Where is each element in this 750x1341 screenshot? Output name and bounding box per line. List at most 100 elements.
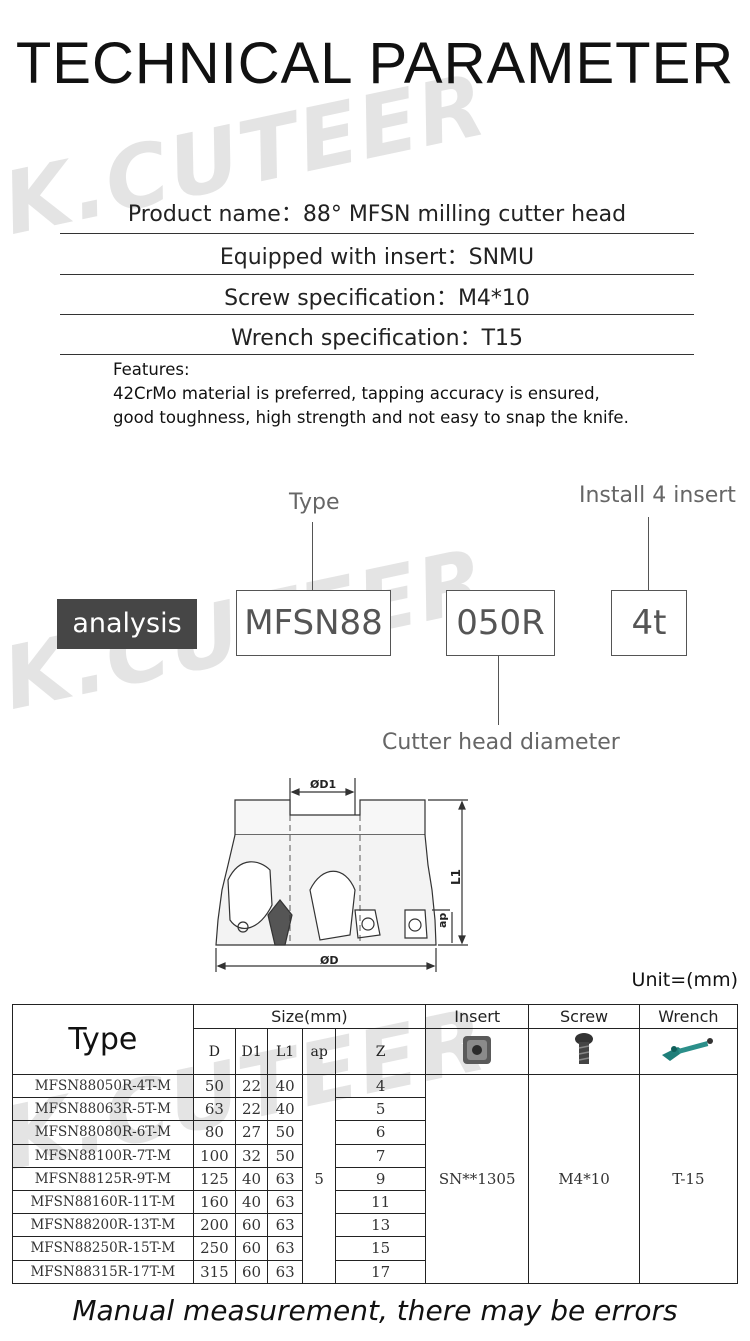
cell-l1: 63 <box>267 1236 304 1261</box>
cell-l1: 63 <box>267 1213 304 1238</box>
spec-insert: Equipped with insert：SNMU <box>219 245 535 270</box>
col-ap: ap <box>302 1028 337 1075</box>
cell-d: 160 <box>192 1189 237 1215</box>
cell-l1: 50 <box>267 1143 304 1168</box>
col-z: Z <box>335 1028 427 1075</box>
cell-d1: 32 <box>235 1143 269 1168</box>
leader-line <box>312 522 313 590</box>
insert-image-cell <box>425 1028 530 1075</box>
leader-line <box>648 517 649 590</box>
screw-icon <box>575 1032 594 1064</box>
cell-z: 17 <box>335 1259 427 1284</box>
cell-type: MFSN88050R-4T-M <box>12 1073 194 1099</box>
cutter-drawing: ØD1 ØD L1 ap <box>215 778 468 972</box>
cell-z: 4 <box>335 1073 427 1099</box>
cell-d: 63 <box>192 1097 237 1122</box>
features-line: good toughness, high strength and not ea… <box>113 408 629 427</box>
d1-label: ØD1 <box>310 778 336 791</box>
cell-screw: M4*10 <box>528 1074 640 1284</box>
wrench-icon <box>662 1037 714 1061</box>
spec-product-name: Product name：88° MFSN milling cutter hea… <box>127 202 627 227</box>
cell-d1: 60 <box>235 1213 269 1238</box>
wrench-header: Wrench <box>638 1004 739 1029</box>
screw-header: Screw <box>528 1004 640 1029</box>
size-header: Size(mm) <box>192 1004 427 1029</box>
cell-type: MFSN88200R-13T-M <box>12 1213 194 1238</box>
cell-type: MFSN88250R-15T-M <box>12 1236 194 1261</box>
cell-type: MFSN88315R-17T-M <box>12 1259 194 1284</box>
cell-d1: 60 <box>235 1236 269 1261</box>
spec-screw: Screw specification：M4*10 <box>224 286 530 311</box>
cell-l1: 63 <box>267 1189 304 1215</box>
divider <box>60 354 694 355</box>
cell-d1: 40 <box>235 1189 269 1215</box>
cell-z: 13 <box>335 1213 427 1238</box>
cell-l1: 63 <box>267 1259 304 1284</box>
ap-label: ap <box>436 913 449 928</box>
label-diameter: Cutter head diameter <box>382 730 620 755</box>
cell-z: 5 <box>335 1097 427 1122</box>
cell-d: 80 <box>192 1120 237 1145</box>
code-diameter-box: 050R <box>446 590 555 656</box>
features-block: Features: 42CrMo material is preferred, … <box>113 358 629 430</box>
cell-d: 100 <box>192 1143 237 1168</box>
spec-table: Type Size(mm) Insert Screw Wrench D D1 L… <box>12 1004 739 1284</box>
cell-z: 11 <box>335 1189 427 1215</box>
screw-image-cell <box>528 1028 640 1075</box>
cell-d1: 22 <box>235 1073 269 1099</box>
cell-ap: 5 <box>302 1074 337 1284</box>
cell-l1: 40 <box>267 1097 304 1122</box>
code-type-box: MFSN88 <box>236 590 391 656</box>
wrench-image-cell <box>638 1028 739 1075</box>
cell-d: 200 <box>192 1213 237 1238</box>
cell-z: 15 <box>335 1236 427 1261</box>
l1-label: L1 <box>449 869 463 885</box>
col-d: D <box>192 1028 237 1075</box>
label-type: Type <box>289 490 340 515</box>
label-teeth: Install 4 insert <box>579 483 736 508</box>
divider <box>60 233 694 234</box>
type-header: Type <box>12 1004 194 1075</box>
analysis-badge: analysis <box>57 599 197 649</box>
col-d1: D1 <box>235 1028 269 1075</box>
spec-wrench: Wrench specification：T15 <box>230 326 524 351</box>
cell-insert: SN**1305 <box>425 1074 530 1284</box>
cell-d1: 22 <box>235 1097 269 1122</box>
cell-d: 315 <box>192 1259 237 1284</box>
cell-d1: 27 <box>235 1120 269 1145</box>
footer-note: Manual measurement, there may be errors <box>72 1294 678 1327</box>
insert-icon <box>463 1035 492 1064</box>
cell-type: MFSN88063R-5T-M <box>12 1097 194 1122</box>
cell-d1: 40 <box>235 1166 269 1191</box>
cell-l1: 50 <box>267 1120 304 1145</box>
cell-d1: 60 <box>235 1259 269 1284</box>
features-line: 42CrMo material is preferred, tapping ac… <box>113 384 600 403</box>
cell-l1: 63 <box>267 1166 304 1191</box>
cell-z: 6 <box>335 1120 427 1145</box>
cell-l1: 40 <box>267 1073 304 1099</box>
cell-wrench: T-15 <box>638 1074 739 1284</box>
d-label: ØD <box>320 954 338 967</box>
cell-z: 9 <box>335 1166 427 1191</box>
leader-line <box>498 655 499 725</box>
col-l1: L1 <box>267 1028 304 1075</box>
cell-d: 125 <box>192 1166 237 1191</box>
unit-label: Unit=(mm) <box>631 969 738 991</box>
divider <box>60 314 694 315</box>
features-heading: Features: <box>113 360 190 379</box>
insert-header: Insert <box>425 1004 530 1029</box>
cell-z: 7 <box>335 1143 427 1168</box>
page-title: TECHNICAL PARAMETER <box>15 31 735 96</box>
cell-type: MFSN88080R-6T-M <box>12 1120 194 1145</box>
cell-d: 50 <box>192 1073 237 1099</box>
code-teeth-box: 4t <box>611 590 687 656</box>
cell-type: MFSN88125R-9T-M <box>12 1166 194 1191</box>
